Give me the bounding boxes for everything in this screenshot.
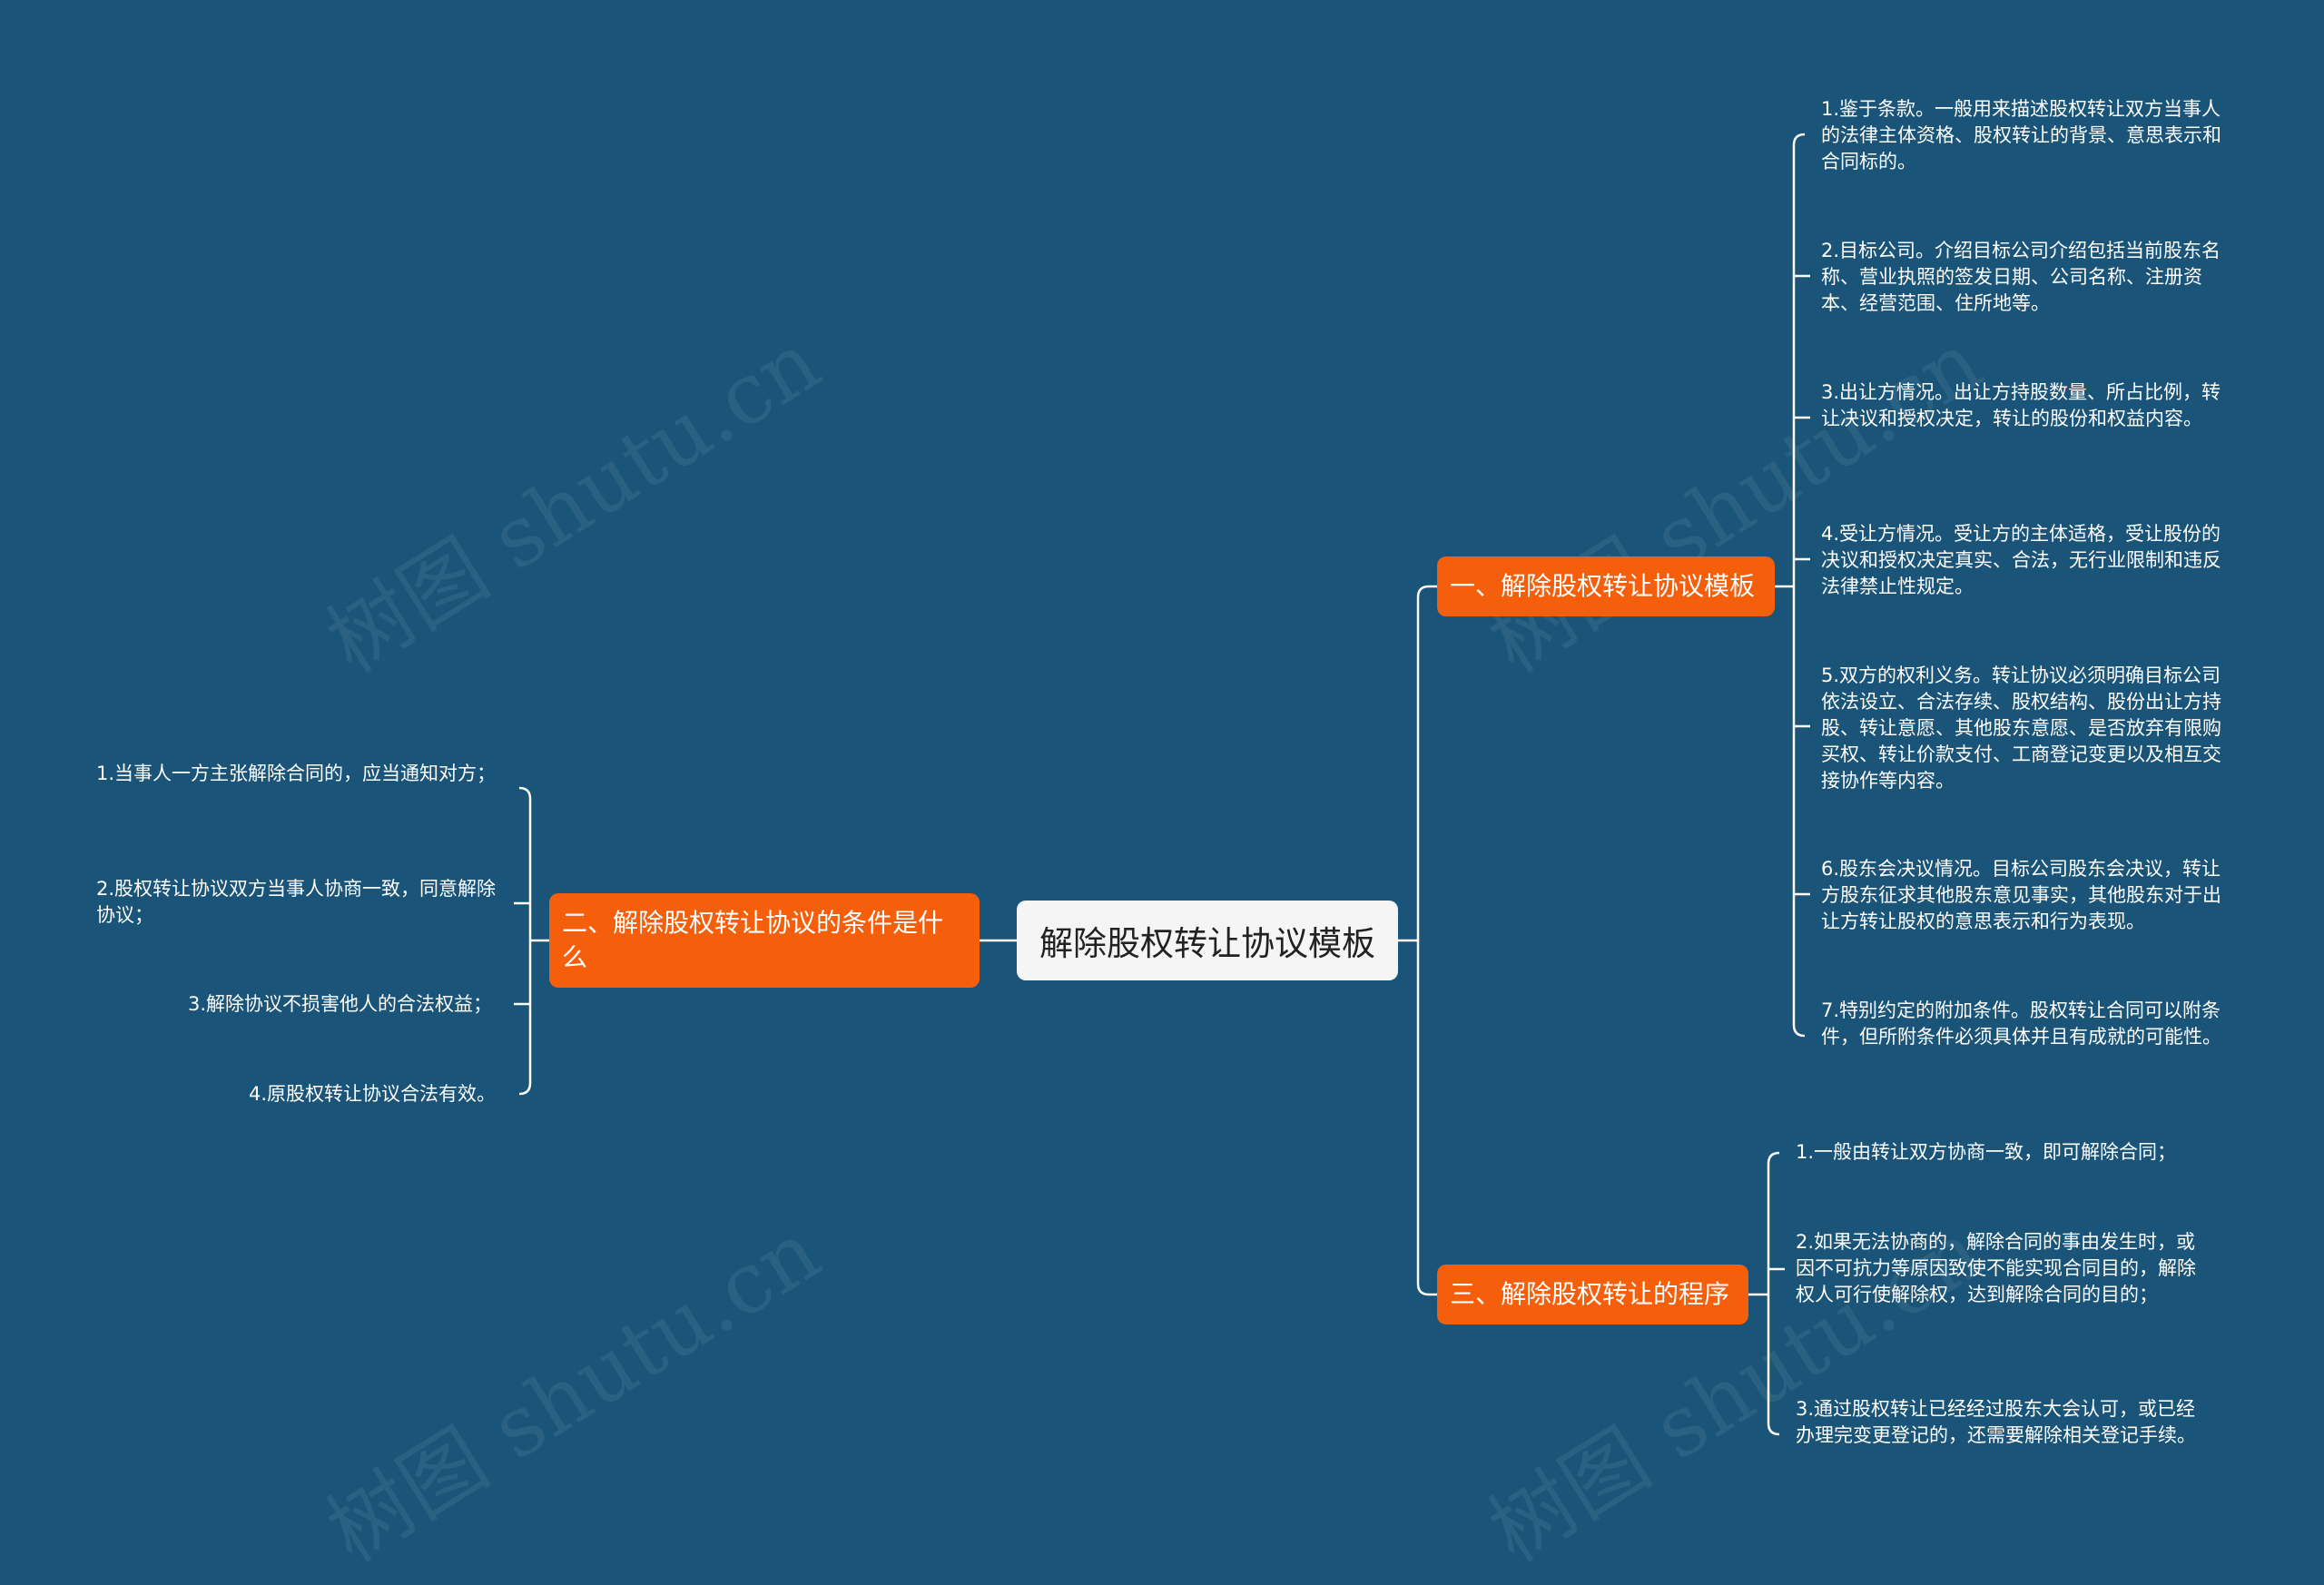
branch-node-1[interactable]: 一、解除股权转让协议模板 xyxy=(1437,556,1775,616)
leaf-item: 3.解除协议不损害他人的合法权益； xyxy=(187,993,492,1015)
leaf-item: 2.如果无法协商的，解除合同的事由发生时，或因不可抗力等原因致使不能实现合同目的… xyxy=(1796,1231,2196,1305)
connector-line xyxy=(1416,585,1430,1296)
leaf-item: 1.鉴于条款。一般用来描述股权转让双方当事人的法律主体资格、股权转让的背景、意思… xyxy=(1821,98,2221,172)
leaf-item: 6.股东会决议情况。目标公司股东会决议，转让方股东征求其他股东意见事实，其他股东… xyxy=(1821,858,2221,932)
leaf-item: 4.原股权转让协议合法有效。 xyxy=(248,1083,496,1105)
leaf-item: 2.目标公司。介绍目标公司介绍包括当前股东名称、营业执照的签发日期、公司名称、注… xyxy=(1821,240,2221,314)
root-topic-label: 解除股权转让协议模板 xyxy=(1039,924,1375,963)
connector-line xyxy=(1792,133,1806,1038)
branch-node-2[interactable]: 二、解除股权转让协议的条件是什么 xyxy=(549,893,980,988)
root-topic[interactable]: 解除股权转让协议模板 xyxy=(1017,901,1398,980)
branch-label: 二、解除股权转让协议的条件是什么 xyxy=(562,908,944,972)
leaf-item: 1.一般由转让双方协商一致，即可解除合同； xyxy=(1796,1141,2177,1163)
branch-label: 三、解除股权转让的程序 xyxy=(1450,1279,1730,1309)
leaf-item: 3.出让方情况。出让方持股数量、所占比例，转让决议和授权决定，转让的股份和权益内… xyxy=(1821,381,2221,429)
leaf-item: 2.股权转让协议双方当事人协商一致，同意解除协议； xyxy=(96,878,497,926)
connector-line xyxy=(518,786,532,1096)
leaf-item: 4.受让方情况。受让方的主体适格，受让股份的决议和授权决定真实、合法，无行业限制… xyxy=(1821,523,2221,597)
branch-label: 一、解除股权转让协议模板 xyxy=(1450,571,1756,601)
leaf-item: 1.当事人一方主张解除合同的，应当通知对方； xyxy=(96,763,497,784)
leaf-item: 3.通过股权转让已经经过股东大会认可，或已经办理完变更登记的，还需要解除相关登记… xyxy=(1796,1398,2196,1446)
leaf-item: 7.特别约定的附加条件。股权转让合同可以附条件，但所附条件必须具体并且有成就的可… xyxy=(1821,999,2221,1048)
branch-node-3[interactable]: 三、解除股权转让的程序 xyxy=(1437,1265,1748,1324)
leaf-item: 5.双方的权利义务。转让协议必须明确目标公司依法设立、合法存续、股权结构、股份出… xyxy=(1821,665,2221,792)
connector-line xyxy=(1767,1151,1780,1436)
